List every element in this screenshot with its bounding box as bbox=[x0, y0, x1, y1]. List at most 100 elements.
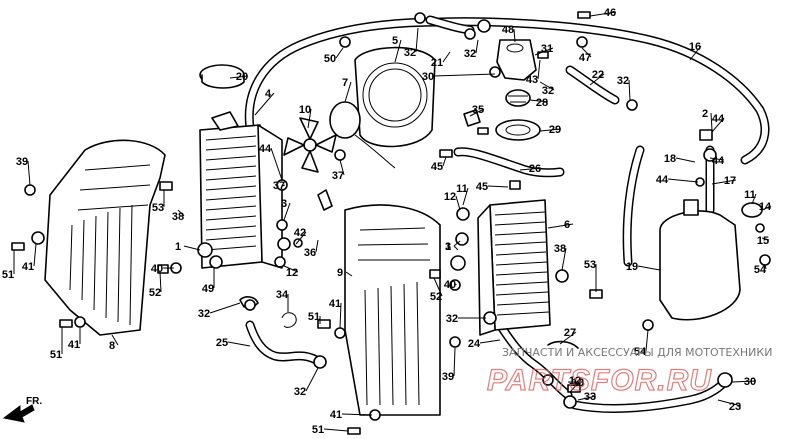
leader-line bbox=[283, 265, 299, 273]
part-callout: 12 bbox=[286, 267, 298, 279]
part-callout: 20 bbox=[236, 71, 248, 83]
watermark: ЗАПЧАСТИ И АКСЕССУАРЫ ДЛЯ МОТОТЕХНИКИ PA… bbox=[486, 346, 772, 398]
part-callout: 36 bbox=[304, 247, 316, 259]
part-callout: 46 bbox=[604, 7, 616, 19]
part-callout: 51 bbox=[50, 349, 62, 361]
part-callout: 41 bbox=[329, 298, 341, 310]
leader-line bbox=[453, 347, 456, 377]
leader-line bbox=[561, 247, 567, 271]
part-callout: 1 bbox=[175, 241, 181, 253]
leader-line bbox=[339, 159, 345, 176]
part-callout: 51 bbox=[308, 311, 320, 323]
leader-line bbox=[710, 112, 713, 131]
leader-line bbox=[589, 11, 617, 17]
thermostat-28 bbox=[505, 89, 531, 107]
leader-line bbox=[529, 99, 549, 103]
part-callout: 32 bbox=[404, 47, 416, 59]
part-callout: 45 bbox=[476, 181, 488, 193]
leader-line bbox=[453, 240, 461, 247]
leader-line bbox=[455, 195, 461, 211]
leader-line bbox=[751, 193, 757, 205]
leader-line bbox=[487, 185, 509, 188]
part-callout: 42 bbox=[294, 227, 306, 239]
hose-21 bbox=[425, 15, 475, 35]
leader-line bbox=[323, 428, 349, 432]
part-callout: 14 bbox=[759, 201, 772, 213]
leader-line bbox=[628, 79, 631, 101]
part-callout: 32 bbox=[542, 85, 554, 97]
part-callout: 38 bbox=[172, 211, 184, 223]
part-callout: 44 bbox=[656, 174, 669, 186]
leader-line bbox=[159, 271, 162, 293]
part-callout: 41 bbox=[22, 261, 34, 273]
part-callout: 34 bbox=[276, 289, 289, 301]
part-callout: 38 bbox=[554, 243, 566, 255]
leader-line bbox=[209, 302, 241, 314]
leader-line bbox=[27, 160, 31, 186]
left-radiator bbox=[199, 111, 283, 269]
leader-line bbox=[453, 245, 459, 251]
leader-line bbox=[229, 75, 249, 79]
part-callout: 11 bbox=[744, 189, 756, 201]
leader-line bbox=[764, 264, 767, 270]
part-callout: 30 bbox=[422, 71, 434, 83]
part-callout: 43 bbox=[526, 74, 538, 86]
leader-line bbox=[717, 399, 742, 407]
leader-line bbox=[559, 331, 577, 345]
part-callout: 19 bbox=[626, 261, 638, 273]
leader-line bbox=[519, 167, 542, 171]
part-callout: 29 bbox=[549, 124, 561, 136]
part-callout: 30 bbox=[744, 376, 756, 388]
hose-25 bbox=[245, 320, 325, 367]
part-callout: 54 bbox=[634, 346, 647, 358]
leader-line bbox=[513, 28, 516, 43]
part-callout: 22 bbox=[592, 69, 604, 81]
thermostat-cover-29 bbox=[495, 119, 541, 141]
part-callout: 21 bbox=[431, 57, 443, 69]
part-callout: 12 bbox=[444, 191, 456, 203]
center-shroud-9 bbox=[344, 204, 441, 416]
leader-line bbox=[711, 179, 737, 185]
part-callout: 49 bbox=[202, 283, 214, 295]
hose-23 bbox=[570, 373, 733, 414]
leader-line bbox=[709, 157, 725, 161]
leader-line bbox=[581, 47, 592, 58]
part-callout: 53 bbox=[152, 202, 164, 214]
leader-line bbox=[689, 45, 702, 61]
part-callout: 9 bbox=[337, 267, 343, 279]
fan-blade-10 bbox=[283, 117, 337, 173]
part-callout: 17 bbox=[724, 175, 736, 187]
hose-16 bbox=[244, 17, 770, 165]
part-callout: 37 bbox=[273, 180, 285, 192]
leader-line bbox=[539, 81, 555, 91]
leader-line bbox=[307, 108, 312, 129]
leader-line bbox=[442, 156, 447, 167]
hose-26 bbox=[453, 147, 565, 178]
leader-line bbox=[469, 108, 485, 117]
part-callout: 47 bbox=[579, 52, 591, 64]
part-callout: 15 bbox=[757, 235, 769, 247]
right-radiator-6 bbox=[477, 199, 551, 336]
leader-line bbox=[177, 209, 185, 217]
part-callout: 44 bbox=[259, 143, 272, 155]
leader-line bbox=[111, 334, 119, 346]
part-callout: 37 bbox=[332, 170, 344, 182]
leader-line bbox=[589, 73, 605, 86]
leader-line bbox=[711, 117, 725, 133]
part-callout: 1 bbox=[445, 241, 451, 253]
leader-line bbox=[537, 59, 541, 80]
leader-line bbox=[547, 223, 574, 229]
part-callout: 51 bbox=[2, 269, 14, 281]
part-callout: 32 bbox=[617, 75, 629, 87]
leader-line bbox=[645, 329, 649, 352]
leader-line bbox=[345, 271, 353, 277]
part-callout: 52 bbox=[430, 291, 442, 303]
watermark-tagline: ЗАПЧАСТИ И АКСЕССУАРЫ ДЛЯ МОТОТЕХНИКИ bbox=[502, 346, 772, 359]
part-callout: 40 bbox=[444, 279, 456, 291]
watermark-brand: PARTSFOR.RU bbox=[487, 364, 712, 397]
reserve-tank-19 bbox=[659, 199, 763, 321]
part-callout: 8 bbox=[109, 340, 115, 352]
part-callout: 11 bbox=[456, 183, 468, 195]
leader-line bbox=[534, 47, 554, 56]
